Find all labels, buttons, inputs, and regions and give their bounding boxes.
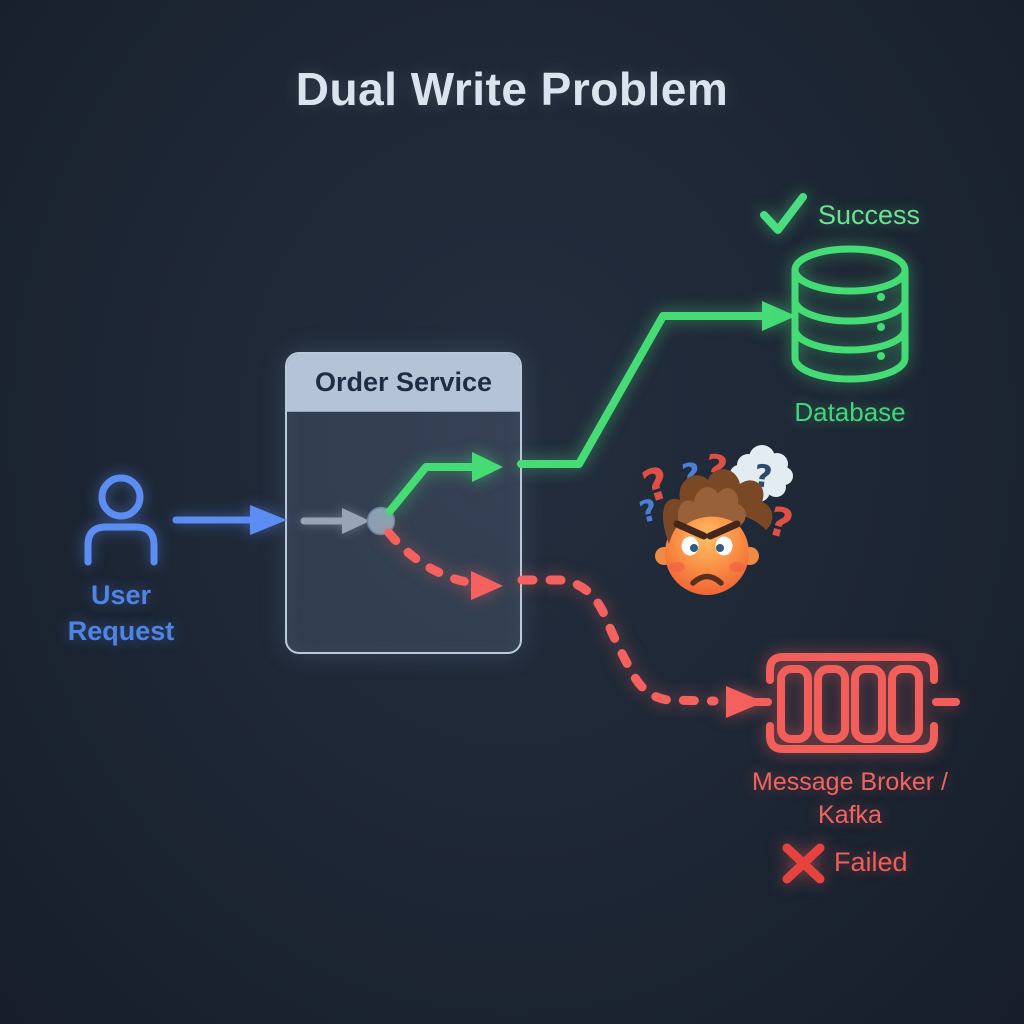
check-icon — [760, 193, 807, 234]
question-mark-icon: ? — [636, 493, 661, 531]
question-mark-icon: ? — [680, 455, 702, 495]
order-service-box: Order Service — [285, 352, 522, 654]
question-mark-icon: ? — [752, 458, 774, 496]
user-request-arrow — [172, 505, 287, 535]
angry-face — [655, 469, 773, 595]
question-mark-icon: ? — [636, 457, 676, 513]
user-icon — [84, 474, 158, 566]
database-label: Database — [794, 397, 906, 427]
question-mark-icon: ? — [702, 446, 731, 493]
order-service-title: Order Service — [314, 367, 493, 397]
confused-face-emoji: ? ? ? ? ? ? — [636, 445, 798, 595]
x-icon — [782, 843, 825, 884]
order-service-header: Order Service — [287, 354, 520, 412]
success-status-label: Success — [818, 200, 921, 230]
user-request-label: User Request — [67, 580, 175, 646]
page-title: Dual Write Problem — [295, 63, 729, 115]
thought-bubble-icon — [723, 445, 793, 517]
message-broker-icon — [746, 653, 960, 753]
database-icon — [791, 245, 909, 383]
failed-status-label: Failed — [834, 847, 908, 877]
message-broker-label: Message Broker / Kafka — [752, 768, 948, 829]
question-mark-icon: ? — [763, 498, 797, 548]
